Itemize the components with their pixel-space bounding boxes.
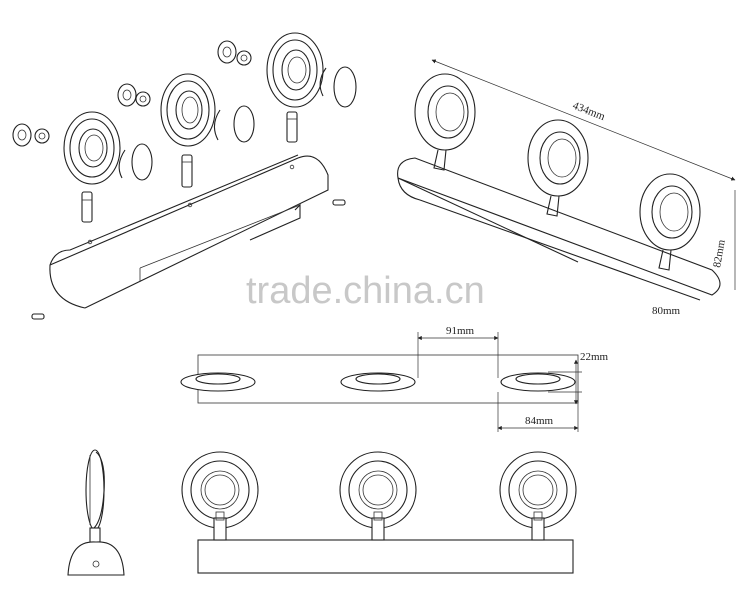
top-view-disc-1 [180,372,256,392]
dimension-spacing-label: 91mm [446,325,475,337]
assembled-head-2 [527,119,589,217]
front-view-head-3 [499,451,577,541]
washer-set-2 [117,83,151,107]
assembled-head-3 [639,173,701,271]
base-bar [49,154,329,309]
washer-set-3 [217,40,252,66]
dimension-spacing: 91mm [417,325,499,378]
front-view-head-2 [339,451,417,541]
assembled-head-1 [414,73,476,171]
dimension-thickness-label: 22mm [580,351,609,363]
dimension-length-label: 434mm [571,100,607,124]
exploded-view [12,32,357,320]
lamp-head-3 [266,32,357,143]
dimension-depth-label: 80mm [652,305,681,317]
dimension-height: 82mm [711,190,736,290]
front-view [181,451,577,574]
dimension-height-label: 82mm [711,238,728,268]
front-view-head-1 [181,451,259,541]
watermark: trade.china.cn [246,270,485,312]
dimension-diameter-label: 84mm [525,415,554,427]
assembled-view: 434mm 82mm 80mm [397,59,736,317]
side-view [67,449,125,576]
screw-left [31,313,45,320]
washer-set-1 [12,123,50,147]
top-view-disc-2 [340,372,416,392]
top-view-disc-3 [500,372,576,392]
dimension-diameter: 84mm [497,392,579,432]
screw-right [332,199,346,206]
dimension-thickness: 22mm [548,351,609,405]
lamp-head-1 [63,111,153,223]
lamp-head-2 [160,73,255,188]
top-view: 91mm 22mm 84mm [180,325,609,432]
